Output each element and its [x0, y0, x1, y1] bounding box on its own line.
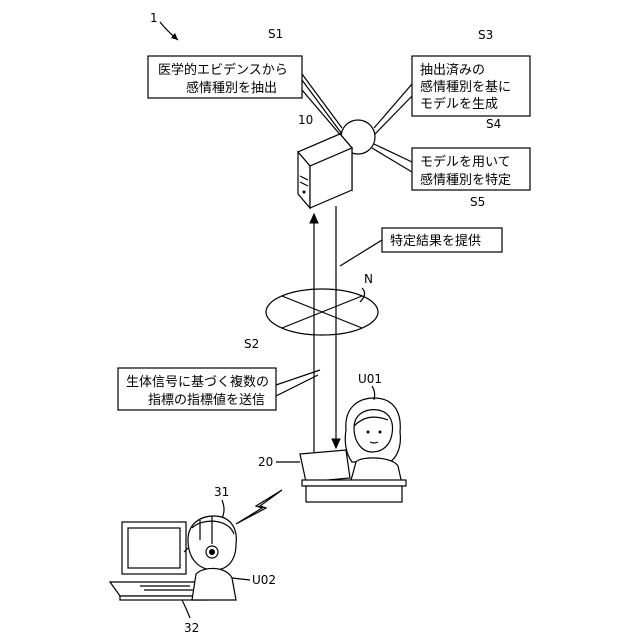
step-s4-line2: 感情種別を特定 — [420, 172, 511, 188]
step-s2-line2: 指標の指標値を送信 — [148, 392, 265, 408]
step-s5-line1: 特定結果を提供 — [390, 233, 481, 249]
step-s4-id: S4 — [486, 117, 501, 131]
step-s1-line1: 医学的エビデンスから — [158, 62, 288, 78]
network-icon — [266, 289, 378, 335]
step-s3-line1: 抽出済みの — [420, 62, 485, 78]
step-s3-leader — [374, 84, 412, 134]
user-u01-figure — [345, 398, 402, 484]
step-s2-line1: 生体信号に基づく複数の — [126, 374, 269, 390]
step-s4-leader — [372, 144, 412, 172]
sensor-label: 31 — [214, 485, 229, 499]
server-label: 10 — [298, 113, 313, 127]
terminal-label: 20 — [258, 455, 273, 469]
step-s3-line2: 感情種別を基に — [420, 79, 511, 95]
wearer-terminal-label: 32 — [184, 621, 199, 635]
system-label: 1 — [150, 11, 158, 25]
server-icon — [298, 134, 352, 208]
step-s5-leader — [340, 240, 382, 266]
user-u02-label: U02 — [252, 573, 276, 587]
step-s1-box: 医学的エビデンスから 感情種別を抽出 — [148, 56, 302, 98]
step-s2-id: S2 — [244, 337, 259, 351]
user-u02-pointer — [232, 578, 250, 580]
step-s2-box: 生体信号に基づく複数の 指標の指標値を送信 — [118, 368, 276, 410]
system-pointer-arrowhead — [171, 33, 178, 40]
wearer-terminal-pointer — [182, 600, 190, 618]
step-s1-line2: 感情種別を抽出 — [186, 80, 277, 96]
step-s3-line3: モデルを生成 — [420, 96, 498, 112]
step-s5-box: 特定結果を提供 — [382, 228, 502, 252]
step-s1-id: S1 — [268, 27, 283, 41]
step-s3-box: 抽出済みの 感情種別を基に モデルを生成 — [412, 56, 530, 116]
sensor-pointer — [222, 500, 224, 518]
wireless-signal-icon — [236, 490, 282, 524]
step-s3-id: S3 — [478, 28, 493, 42]
step-s5-id: S5 — [470, 195, 485, 209]
user-u01-label: U01 — [358, 372, 382, 386]
step-s4-box: モデルを用いて 感情種別を特定 — [412, 148, 530, 190]
step-s1-leader — [302, 74, 343, 138]
step-s4-line1: モデルを用いて — [420, 154, 511, 170]
network-label: N — [364, 272, 373, 286]
